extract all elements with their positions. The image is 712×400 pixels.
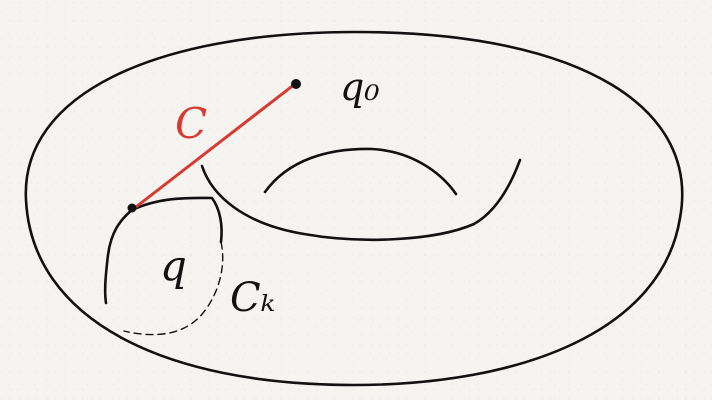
- label-c: C: [175, 99, 207, 148]
- path-c-line: [130, 82, 297, 212]
- torus-hole-lower-curve: [200, 158, 522, 241]
- label-q0: q₀: [340, 65, 380, 109]
- loop-ck-inner-arc: [130, 196, 223, 244]
- label-q: q: [160, 241, 187, 290]
- loop-ck-dashed: [123, 241, 224, 336]
- loop-ck-solid: [103, 208, 134, 305]
- point-q: [127, 203, 137, 213]
- torus-outline: [24, 30, 684, 387]
- point-q0: [291, 79, 301, 89]
- torus-hole-upper-curve: [263, 147, 458, 196]
- label-ck: Cₖ: [230, 275, 275, 321]
